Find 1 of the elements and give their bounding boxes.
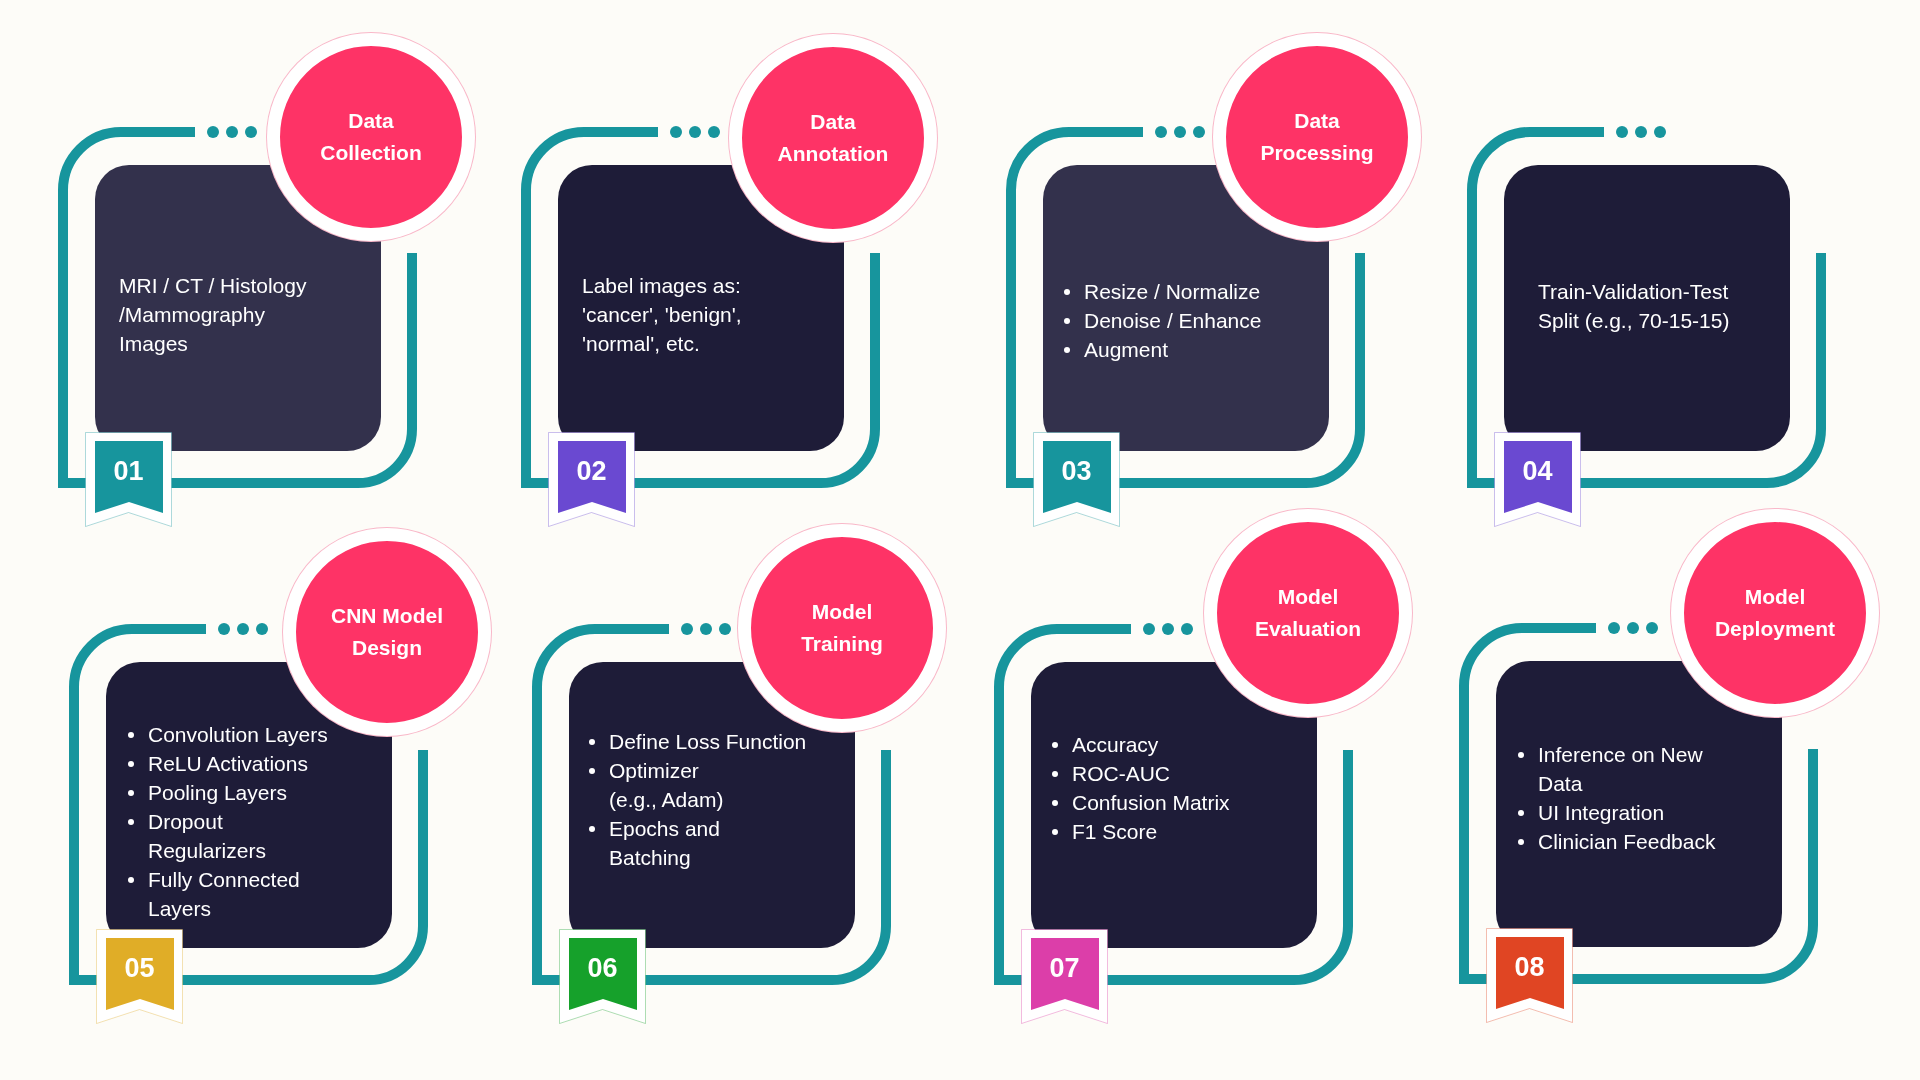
step-title: Model Deployment <box>1713 584 1837 642</box>
